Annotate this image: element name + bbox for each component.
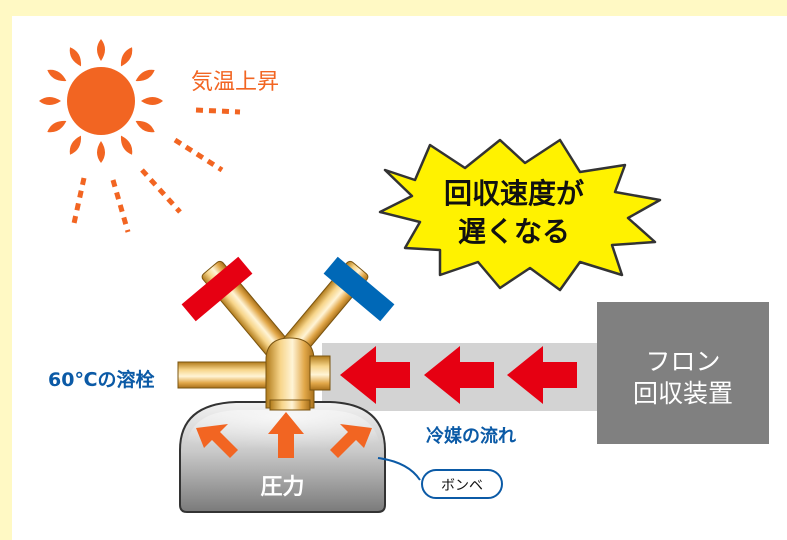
pressure-arrows [196,412,372,458]
valve-handle-red [181,256,253,322]
machine-label-line-2: 回収装置 [632,379,733,408]
pressure-label: 圧力 [260,475,305,500]
temperature-rise-label: 気温上昇 [191,70,280,95]
valve-handle-blue [323,256,395,322]
sun-ray [97,39,105,61]
sun-ray [120,47,133,67]
flow-arrow [340,346,410,404]
sun-ray [39,97,61,105]
sun-ray [135,120,155,133]
recovery-machine-box [597,302,769,444]
white-panel [12,16,787,540]
cylinder-callout [377,457,503,499]
valve-assembly [177,256,395,411]
fusible-plug-label: 60℃の溶栓 [48,369,155,391]
heat-ray-lines [70,107,241,233]
flow-arrow [507,346,577,404]
sun-icon [39,39,163,163]
pressure-arrow-up [268,412,304,458]
flow-arrows [340,346,577,404]
burst-text-line-1: 回収速度が [444,177,585,210]
sun-ray [69,135,82,155]
refrigerant-flow-label: 冷媒の流れ [426,426,516,447]
sun-ray [141,97,163,105]
sun-ray [97,141,105,163]
machine-label-line-1: フロン [645,347,721,376]
pressure-arrow-right [330,424,372,458]
sun-ray [135,69,155,82]
burst-shape [378,138,662,292]
sun-ray [69,47,82,67]
pressure-arrow-left [196,424,238,458]
burst-text-line-2: 遅くなる [457,215,570,248]
cylinder-label: ボンベ [441,478,483,494]
sun-ray [47,120,67,133]
flow-arrow [424,346,494,404]
sun-ray [47,69,67,82]
sun-ray [120,135,133,155]
